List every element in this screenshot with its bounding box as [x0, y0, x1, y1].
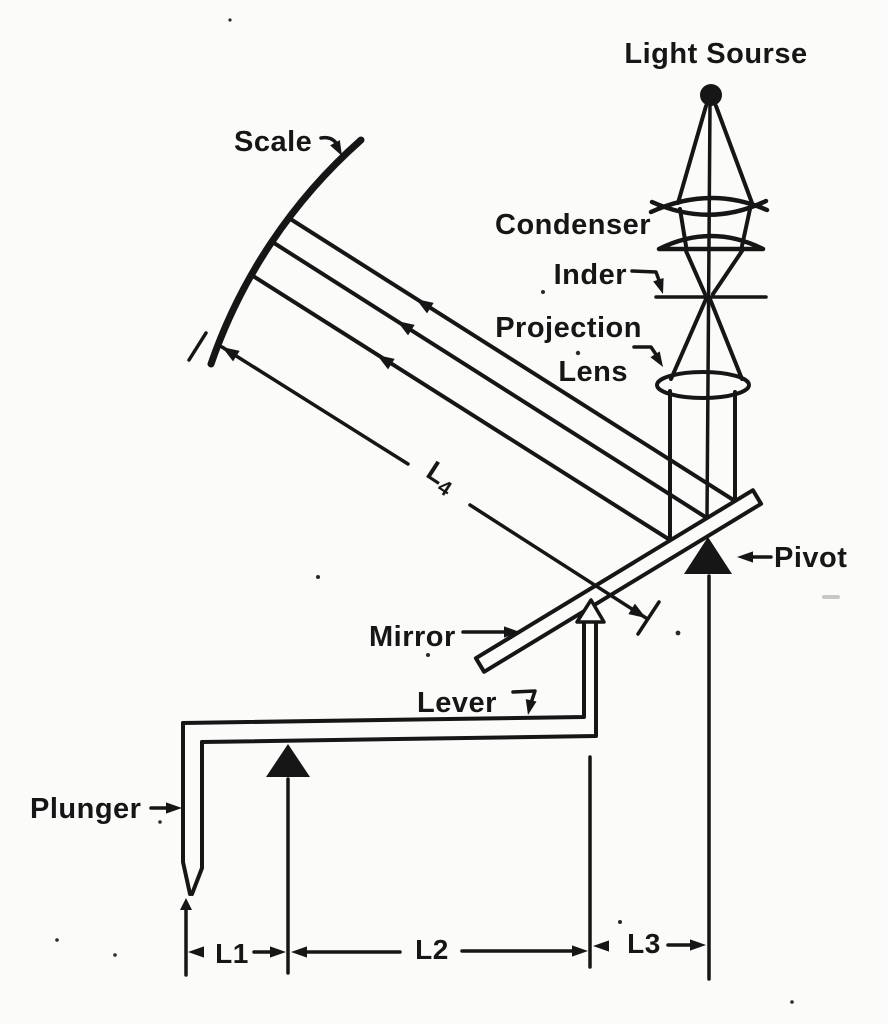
reflected-ray-1 [290, 218, 737, 503]
l3-arrow-left [593, 940, 609, 952]
speck [618, 920, 622, 924]
light-source-label: Light Sourse [624, 38, 807, 70]
speck [790, 1000, 794, 1004]
condenser-label: Condenser [495, 209, 651, 241]
ray-arrowhead [377, 355, 395, 370]
optical-axis-line [705, 102, 712, 520]
lever-leader-line [511, 689, 537, 705]
speck [426, 653, 430, 657]
mirror-assembly [473, 488, 764, 981]
scan-artifacts [55, 18, 840, 1004]
projection-cone-right [708, 297, 744, 381]
ray-arrowhead [416, 299, 434, 314]
scale-end-tick [187, 331, 208, 362]
speck [113, 953, 117, 957]
illumination-column [648, 84, 770, 542]
scale-label: Scale [234, 126, 312, 158]
plunger-label: Plunger [30, 793, 141, 825]
reflected-ray-3 [251, 274, 672, 542]
reflected-beam [251, 218, 737, 542]
scale-arc [207, 136, 365, 368]
speck [575, 350, 581, 356]
source-ray-left [676, 104, 708, 205]
plunger-right-edge [190, 740, 204, 896]
projection-lens-label-line2: Lens [558, 356, 628, 388]
projection-lens-leader-line [632, 345, 659, 358]
projection-lens-label-line1: Projection [495, 312, 642, 344]
speck [228, 18, 232, 22]
l4-arrowhead-scale-end [222, 347, 240, 362]
l4-arrowhead-mirror-end [628, 603, 646, 618]
pivot-triangle [684, 537, 732, 574]
l2-arrow-right [572, 945, 588, 957]
smudge [822, 595, 840, 599]
lever-assembly [181, 598, 606, 896]
ray-arrowhead [397, 321, 415, 336]
mirror-bar [473, 488, 764, 674]
extension-line-tip-arrow [180, 898, 192, 910]
light-source-dot [700, 84, 722, 106]
speck [675, 630, 681, 636]
speck [316, 575, 320, 579]
l1-arrow-left [188, 946, 204, 958]
l3-dimension-label: L3 [627, 928, 661, 959]
condenser-lens2 [656, 233, 766, 252]
pivot-label: Pivot [774, 542, 847, 574]
projection-cone-left [669, 297, 708, 381]
plunger-arrowhead [166, 802, 182, 814]
condenser-exit-ray-right [711, 249, 744, 296]
lever-label: Lever [417, 687, 497, 719]
scale-assembly [187, 136, 365, 368]
speck [55, 938, 59, 942]
lever-arrowhead [575, 598, 606, 624]
index-leader-arrowhead [653, 278, 664, 294]
index-leader-line [630, 269, 662, 285]
condenser-lens1 [648, 195, 770, 217]
lever-leader-arrowhead [525, 699, 537, 715]
dimension-chain: L1 L2 L3 [180, 755, 706, 977]
lever-bottom-edge [200, 619, 598, 744]
plunger-left-edge [181, 721, 192, 896]
callouts: Light Sourse Scale Condenser Inder Proje… [30, 38, 847, 825]
projection-lens-leader-arrowhead [650, 351, 663, 367]
l1-dimension-label: L1 [215, 938, 249, 969]
l4-dimension: L4 [220, 345, 661, 636]
speck [158, 820, 162, 824]
projection-lens-ellipse [655, 370, 751, 400]
mirror-arrowhead [504, 626, 520, 638]
l4-line-upper [220, 345, 410, 466]
l1-arrow-right [270, 946, 286, 958]
l4-mirror-end-tick [636, 600, 661, 636]
source-ray-right [714, 104, 754, 205]
lever-top-edge [181, 619, 586, 725]
reflected-ray-2 [272, 241, 709, 520]
l4-dimension-label: L4 [419, 455, 464, 501]
l2-dimension-label: L2 [415, 934, 449, 965]
scale-leader-arrowhead [330, 140, 342, 156]
mirror-label: Mirror [369, 621, 456, 653]
fulcrum-triangle [266, 744, 310, 777]
l4-line-lower [468, 503, 648, 620]
pivot-arrowhead [737, 551, 753, 563]
index-label: Inder [554, 259, 627, 291]
condenser-exit-ray-left [684, 249, 707, 296]
speck [541, 290, 545, 294]
l3-arrow-right [690, 939, 706, 951]
